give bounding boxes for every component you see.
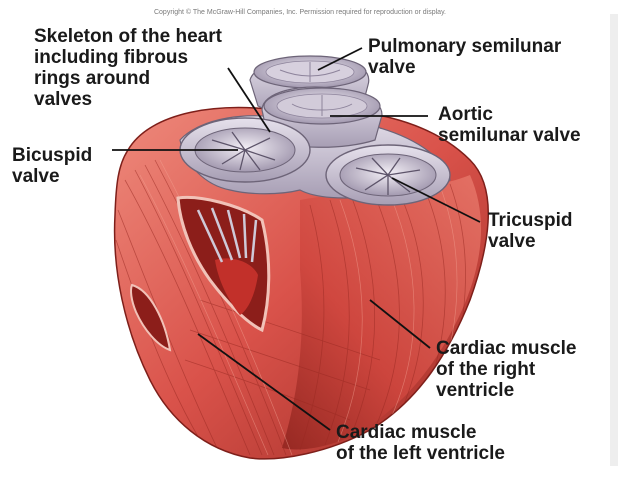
- leader-left-ventricle: [197, 333, 331, 431]
- lower-left-opening: [130, 283, 172, 352]
- right-ventricle-muscle: [282, 175, 482, 450]
- muscle-fibers: [115, 159, 466, 456]
- label-pulmonary-semilunar-valve: Pulmonary semilunar valve: [368, 36, 562, 78]
- leader-pulmonary: [317, 47, 363, 71]
- label-skeleton-of-heart: Skeleton of the heart including fibrous …: [34, 26, 222, 110]
- leader-skeleton: [227, 67, 271, 133]
- label-aortic-semilunar-valve: Aortic semilunar valve: [438, 104, 581, 146]
- leader-lines: [112, 47, 481, 431]
- leader-right-ventricle: [369, 299, 431, 349]
- copyright-notice: Copyright © The McGraw-Hill Companies, I…: [153, 9, 446, 16]
- page-edge-strip: [610, 14, 618, 466]
- tricuspid-valve-graphic: [325, 144, 451, 206]
- label-bicuspid-valve: Bicuspid valve: [12, 145, 93, 187]
- label-cardiac-muscle-right-ventricle: Cardiac muscle of the right ventricle: [436, 338, 577, 401]
- leader-tricuspid: [391, 177, 481, 223]
- label-cardiac-muscle-left-ventricle: Cardiac muscle of the left ventricle: [336, 422, 505, 464]
- chordae-tendineae: [196, 207, 258, 263]
- bicuspid-valve-graphic: [179, 117, 311, 183]
- label-tricuspid-valve: Tricuspid valve: [488, 210, 573, 252]
